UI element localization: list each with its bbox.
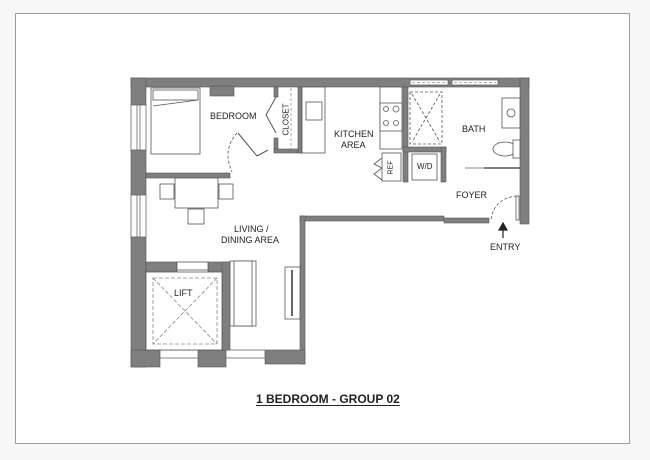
wall-bedroom-bottom (145, 172, 231, 179)
window-bottom-1 (159, 349, 199, 359)
lift-door (176, 261, 209, 271)
label-kitchen-2: AREA (341, 140, 366, 150)
wall-lower-horizontal (299, 215, 445, 222)
wall-bottom-2 (197, 349, 227, 368)
wall-left-3 (130, 236, 147, 368)
chair-bottom (187, 208, 205, 225)
label-wd: W/D (417, 162, 433, 171)
wall-living-right (299, 215, 306, 365)
refrigerator (381, 152, 402, 182)
wall-closet-a (273, 86, 279, 98)
wall-left-1 (130, 77, 147, 106)
label-lift: LIFT (174, 288, 193, 298)
washer-dryer (411, 153, 438, 181)
wall-kitchen-bath (402, 86, 409, 183)
label-bath: BATH (462, 124, 486, 134)
chair-right (218, 183, 234, 200)
bedroom-door (237, 132, 258, 157)
label-closet: CLOSET (281, 103, 291, 136)
wall-lift-top-left (145, 261, 178, 273)
label-living-2: DINING AREA (221, 235, 280, 245)
shower (409, 91, 443, 145)
wall-right (519, 77, 530, 225)
label-kitchen-1: KITCHEN (334, 129, 374, 139)
label-bedroom: BEDROOM (210, 111, 257, 121)
chair-left (159, 183, 175, 200)
plan-title: 1 BEDROOM - GROUP 02 (256, 392, 400, 406)
wall-bottom-3 (264, 349, 306, 365)
wall-wd-top (402, 146, 447, 153)
wall-closet-d (297, 86, 303, 154)
kitchen-sink (305, 101, 323, 121)
label-ref: REF (387, 160, 395, 175)
label-living-1: LIVING / (234, 224, 269, 234)
window-left-bedroom (130, 104, 147, 151)
window-bottom-2 (225, 349, 266, 359)
wall-bedroom-inset (209, 85, 235, 97)
wall-wd-right (440, 146, 447, 183)
wall-lift-right (221, 261, 231, 351)
wall-bottom-1 (130, 349, 161, 368)
bed-pillow (152, 89, 199, 101)
wall-left-2 (130, 149, 147, 196)
label-entry: ENTRY (490, 242, 521, 252)
window-left-living (130, 194, 147, 238)
dining-table (174, 177, 219, 209)
label-foyer: FOYER (456, 190, 488, 200)
wall-lower-horizontal-2 (443, 217, 490, 224)
lift (145, 271, 223, 351)
